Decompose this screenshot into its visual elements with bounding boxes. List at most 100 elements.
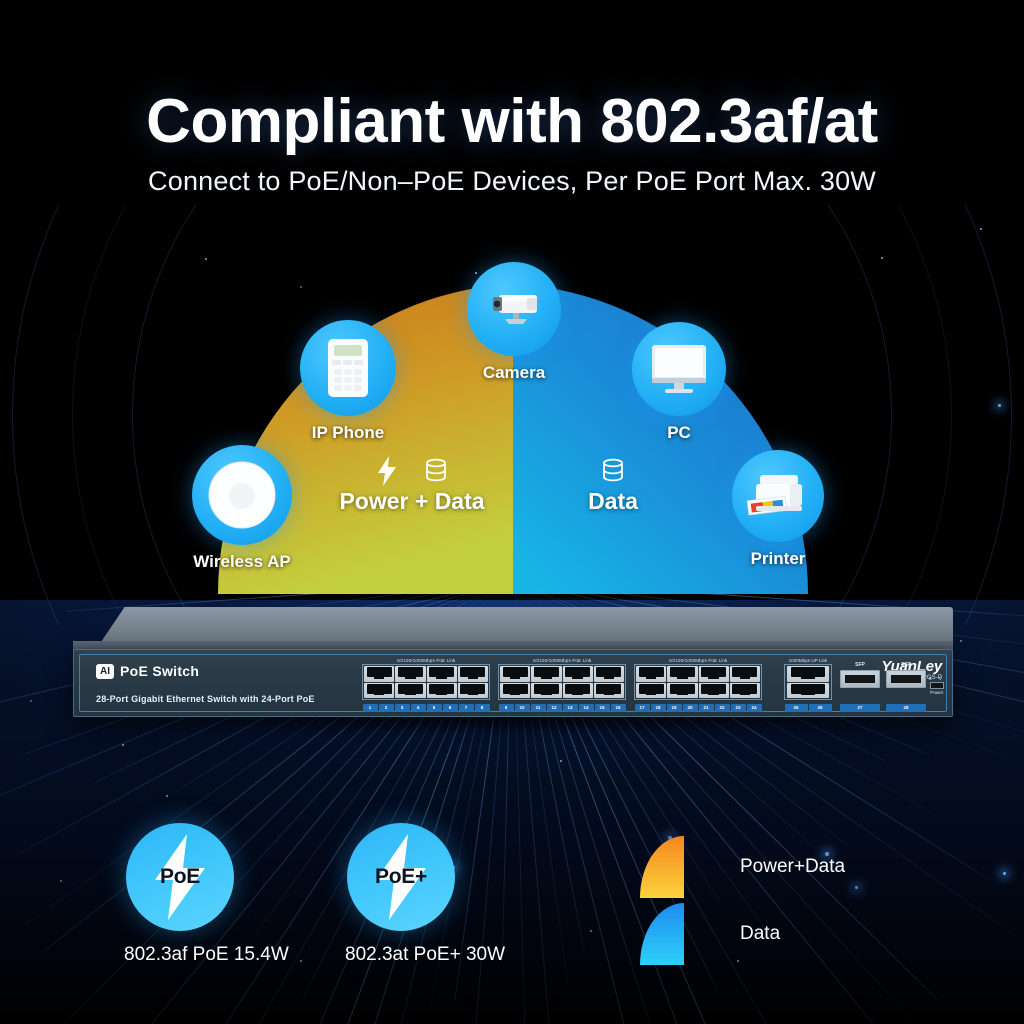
legend-label-power-data: Power+Data [740,856,845,878]
sfp-label: SFP [840,662,880,668]
poe-badge-circle: PoE+ [347,823,455,931]
port-number: 22 [715,704,730,712]
switch-top-surface [99,607,953,645]
rj45-port[interactable] [395,666,425,682]
switch-port-group-2: 10/100/1000Mbps PoE Link 910111213141516 [498,659,626,711]
device-bubble-printer [732,450,824,542]
port-number: 20 [683,704,698,712]
rj45-port[interactable] [636,666,666,682]
rj45-port[interactable] [531,683,561,699]
switch-drop-shadow [113,717,913,733]
switch-sfp-slot-27[interactable]: SFP 27 [840,659,880,711]
rj45-port[interactable] [563,683,593,699]
switch-description: 28-Port Gigabit Ethernet Switch with 24-… [96,694,315,704]
rj45-port[interactable] [730,683,760,699]
port-column [458,666,488,698]
lightning-bolt-icon [376,456,398,486]
rj45-port[interactable] [667,666,697,682]
poe-badge-802-3af: PoE 802.3af PoE 15.4W [124,823,236,966]
sfp-label: SFP [886,662,926,668]
port-group-label: 10/100/1000Mbps PoE Link [362,658,490,663]
switch-port-group-1: 10/100/1000Mbps PoE Link 12345678 [362,659,490,711]
rj45-port[interactable] [730,666,760,682]
port-column [500,666,530,698]
port-number-strip: 910111213141516 [498,704,626,712]
zone-label-power-data: Power + Data [287,452,537,515]
port-number-strip: 1718192021222324 [634,704,762,712]
device-node-camera[interactable]: Camera [467,262,561,383]
port-column [364,666,394,698]
uplink-port-column[interactable] [787,666,829,698]
uplink-group-label: 1000Mbps UP Link [784,658,832,663]
port-number: 5 [427,704,442,712]
rj45-port[interactable] [395,683,425,699]
port-column [395,666,425,698]
rj45-port[interactable] [364,666,394,682]
port-grid [500,666,624,698]
switch-sfp-slot-28[interactable]: SFP 28 [886,659,926,711]
poe-badge-802-3at: PoE+ 802.3at PoE+ 30W [345,823,457,966]
monitor-icon [649,342,709,396]
port-number-strip: 12345678 [362,704,490,712]
sfp-cage[interactable] [840,670,880,688]
printer-icon [746,471,810,521]
rj45-port[interactable] [427,666,457,682]
port-number: 15 [595,704,610,712]
rj45-port[interactable] [667,683,697,699]
port-number: 7 [459,704,474,712]
sfp-port-number: 28 [886,704,926,712]
device-bubble-pc [632,322,726,416]
rj45-port[interactable] [594,666,624,682]
port-number: 13 [563,704,578,712]
rj45-port[interactable] [458,683,488,699]
legend-item-data: Data [640,903,780,965]
port-number: 4 [411,704,426,712]
rj45-port[interactable] [699,666,729,682]
rj45-port[interactable] [563,666,593,682]
switch-uplink-group[interactable]: 1000Mbps UP Link 2526 [784,659,832,711]
port-column [531,666,561,698]
rj45-port[interactable] [500,683,530,699]
database-icon [601,458,625,486]
poe-switch-device: AI PoE Switch 28-Port Gigabit Ethernet S… [73,607,953,725]
port-column [563,666,593,698]
port-number: 8 [475,704,490,712]
device-node-ip-phone[interactable]: IP Phone [300,320,396,443]
device-bubble-camera [467,262,561,356]
device-node-pc[interactable]: PC [632,322,726,443]
device-node-wireless-ap[interactable]: Wireless AP [192,445,292,572]
rj45-port[interactable] [458,666,488,682]
rj45-port[interactable] [594,683,624,699]
rj45-port[interactable] [636,683,666,699]
cctv-camera-icon [483,286,545,332]
port-column [594,666,624,698]
port-group-label: 10/100/1000Mbps PoE Link [498,658,626,663]
poe-badge-circle: PoE [126,823,234,931]
port-column [667,666,697,698]
rj45-port[interactable] [699,683,729,699]
rj45-port[interactable] [427,683,457,699]
port-column [699,666,729,698]
access-point-icon [206,459,278,531]
sfp-port-number: 27 [840,704,880,712]
rj45-port[interactable] [787,666,829,682]
legend-swatch-data [640,903,688,965]
rj45-port[interactable] [531,666,561,682]
port-number: 9 [499,704,514,712]
rj45-port[interactable] [500,666,530,682]
port-column [427,666,457,698]
port-number: 1 [363,704,378,712]
legend-swatch-power-data [640,836,688,898]
page-title: Compliant with 802.3af/at [0,86,1024,157]
sfp-cage[interactable] [886,670,926,688]
device-node-printer[interactable]: Printer [732,450,824,569]
legend-label-data: Data [740,923,780,945]
power-label: Power [929,690,945,695]
rj45-port[interactable] [787,683,829,699]
poe-badge-text: PoE [126,865,234,889]
power-led-window [930,682,944,689]
rj45-port[interactable] [364,683,394,699]
power-sv-label: S V [929,676,945,681]
port-number: 23 [731,704,746,712]
device-label-camera: Camera [467,363,561,383]
